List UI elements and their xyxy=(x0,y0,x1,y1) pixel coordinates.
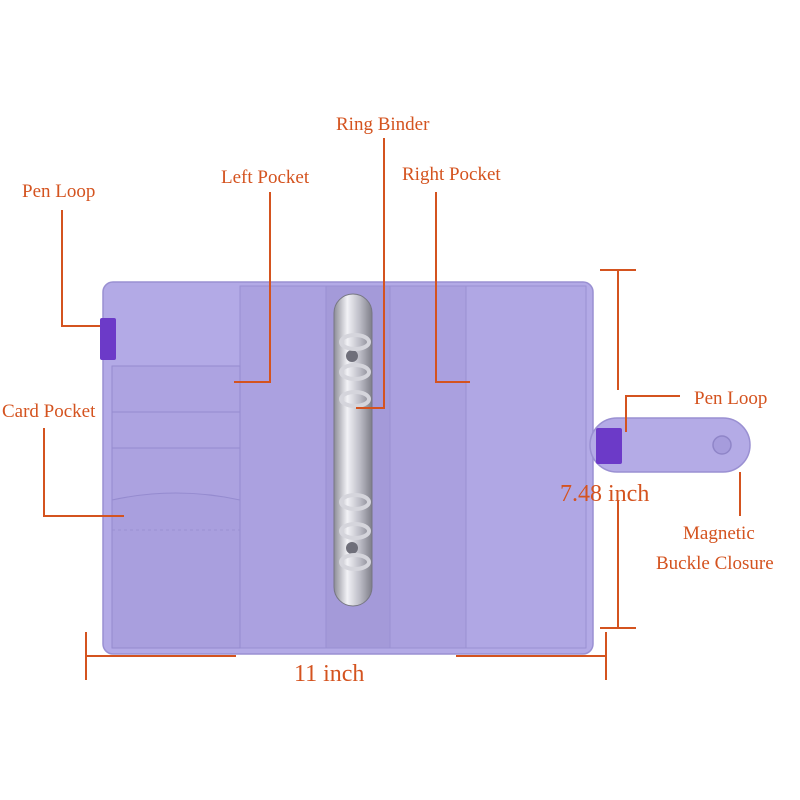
label-magnetic: Magnetic xyxy=(683,523,755,544)
label-pen-loop-right: Pen Loop xyxy=(694,388,768,409)
label-left-pocket: Left Pocket xyxy=(221,167,310,188)
label-ring-binder: Ring Binder xyxy=(336,114,430,135)
label-buckle-closure: Buckle Closure xyxy=(656,553,774,574)
label-card-pocket: Card Pocket xyxy=(2,401,96,422)
binder-rings xyxy=(339,333,371,571)
magnetic-button xyxy=(712,435,732,455)
card-pocket-curved xyxy=(111,492,241,649)
label-pen-loop-left: Pen Loop xyxy=(22,181,96,202)
right-panel xyxy=(465,285,587,649)
label-right-pocket: Right Pocket xyxy=(402,164,501,185)
pen-loop-left xyxy=(100,318,116,360)
right-pocket xyxy=(389,285,467,649)
pen-loop-right xyxy=(596,428,622,464)
left-pocket xyxy=(239,285,327,649)
dimension-height: 7.48 inch xyxy=(560,481,650,507)
dimension-width: 11 inch xyxy=(294,661,365,687)
annotation-lines xyxy=(43,138,741,680)
buckle-strap xyxy=(589,417,751,473)
